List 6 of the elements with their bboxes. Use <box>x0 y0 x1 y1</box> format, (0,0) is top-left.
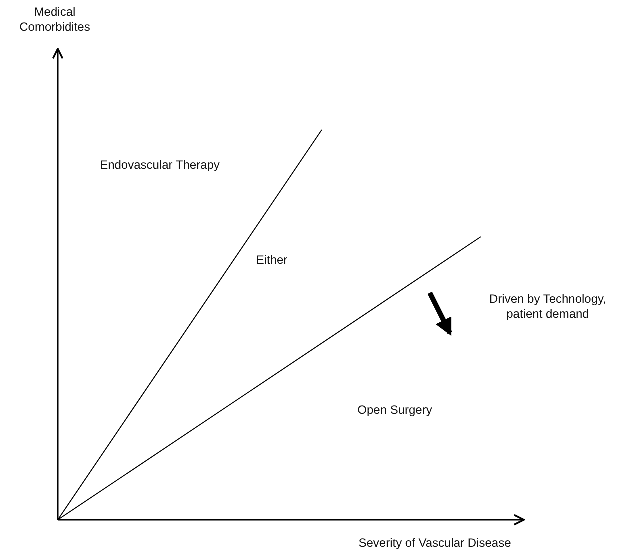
region-label: Driven by Technology, patient demand <box>488 292 608 322</box>
region-label: Either <box>255 253 289 268</box>
axis-title: Severity of Vascular Disease <box>358 536 512 551</box>
region-label: Endovascular Therapy <box>100 158 220 173</box>
region-label: Open Surgery <box>356 403 434 418</box>
axis-title: Medical Comorbidites <box>18 5 92 35</box>
